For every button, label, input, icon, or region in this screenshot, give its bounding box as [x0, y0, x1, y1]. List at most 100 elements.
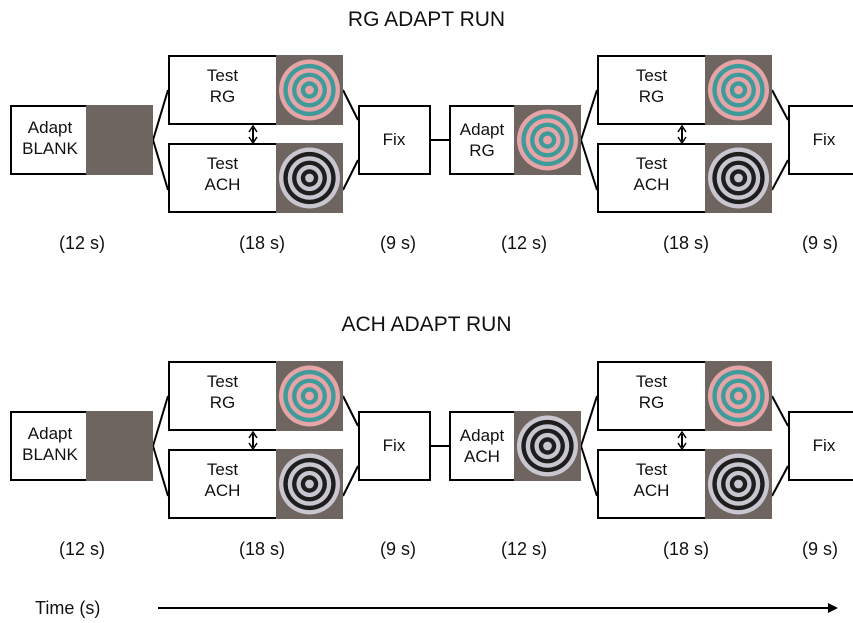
blank-stimulus	[86, 105, 153, 175]
rg-stimulus	[276, 361, 343, 431]
rg-stimulus-rings	[276, 361, 343, 431]
duration-label: (18 s)	[222, 233, 302, 254]
adapt-blank-label-line-2: BLANK	[12, 138, 88, 159]
connector	[772, 466, 788, 496]
rg-stimulus-2-rings	[705, 55, 772, 125]
run-title: ACH ADAPT RUN	[0, 313, 853, 337]
fix-label-2: Fix	[790, 129, 853, 150]
rg-stimulus	[276, 55, 343, 125]
test-rg-label-2-line-2: RG	[599, 392, 704, 413]
rg-stimulus-rings	[276, 55, 343, 125]
ach-stimulus-2	[705, 449, 772, 519]
duration-label: (18 s)	[646, 539, 726, 560]
connector	[343, 466, 358, 496]
blank-stimulus	[86, 411, 153, 481]
adapt-stimulus-box: AdaptACH	[449, 411, 581, 481]
test-rg-label-line-1: Test	[170, 371, 275, 392]
test-ach-label-2-line-2: ACH	[599, 480, 704, 501]
time-axis-arrowhead	[828, 603, 838, 613]
adapt-stimulus	[514, 105, 581, 175]
test-rg-label-line-1: Test	[170, 65, 275, 86]
fix-box: Fix	[358, 411, 431, 481]
connector	[153, 90, 168, 140]
ach-stimulus-2-rings	[705, 449, 772, 519]
test-ach-label-line-2: ACH	[170, 174, 275, 195]
test-rg-label-line-2: RG	[170, 86, 275, 107]
connector	[153, 396, 168, 446]
adapt-stimulus-label-line-2: RG	[451, 140, 513, 161]
duration-label: (12 s)	[484, 233, 564, 254]
adapt-blank-label-line-1: Adapt	[12, 117, 88, 138]
test-rg-label-2-line-1: Test	[599, 65, 704, 86]
duration-label: (9 s)	[790, 233, 850, 254]
ach-stimulus	[276, 143, 343, 213]
connector	[772, 160, 788, 190]
duration-label: (18 s)	[222, 539, 302, 560]
test-rg-label-2-line-2: RG	[599, 86, 704, 107]
adapt-stimulus-rings	[514, 105, 581, 175]
duration-label: (9 s)	[358, 233, 438, 254]
fix-box-2: Fix	[788, 105, 853, 175]
fix-label: Fix	[360, 435, 428, 456]
ach-stimulus-rings	[276, 449, 343, 519]
test-ach-label-line-1: Test	[170, 459, 275, 480]
adapt-blank-label-line-2: BLANK	[12, 444, 88, 465]
rg-stimulus-2	[705, 361, 772, 431]
adapt-stimulus-label-line-1: Adapt	[451, 119, 513, 140]
test-ach-label-2-line-1: Test	[599, 153, 704, 174]
adapt-stimulus-label-line-2: ACH	[451, 446, 513, 467]
fix-box-2: Fix	[788, 411, 853, 481]
rg-stimulus-2	[705, 55, 772, 125]
ach-stimulus-2	[705, 143, 772, 213]
test-ach-label-2-line-1: Test	[599, 459, 704, 480]
connector	[153, 140, 168, 190]
connector	[581, 446, 597, 496]
test-ach-label-line-1: Test	[170, 153, 275, 174]
duration-label: (18 s)	[646, 233, 726, 254]
test-ach-label-line-2: ACH	[170, 480, 275, 501]
fix-label-2: Fix	[790, 435, 853, 456]
rg-stimulus-2-rings	[705, 361, 772, 431]
test-rg-label-2-line-1: Test	[599, 371, 704, 392]
connector	[343, 160, 358, 190]
fix-box: Fix	[358, 105, 431, 175]
adapt-stimulus-label-line-1: Adapt	[451, 425, 513, 446]
connector	[581, 396, 597, 446]
test-rg-label-line-2: RG	[170, 392, 275, 413]
connector	[772, 396, 788, 426]
duration-label: (9 s)	[790, 539, 850, 560]
duration-label: (12 s)	[42, 539, 122, 560]
connector	[581, 140, 597, 190]
fix-label: Fix	[360, 129, 428, 150]
ach-stimulus-rings	[276, 143, 343, 213]
ach-stimulus-2-rings	[705, 143, 772, 213]
connector	[581, 90, 597, 140]
test-ach-label-2-line-2: ACH	[599, 174, 704, 195]
duration-label: (9 s)	[358, 539, 438, 560]
adapt-stimulus	[514, 411, 581, 481]
